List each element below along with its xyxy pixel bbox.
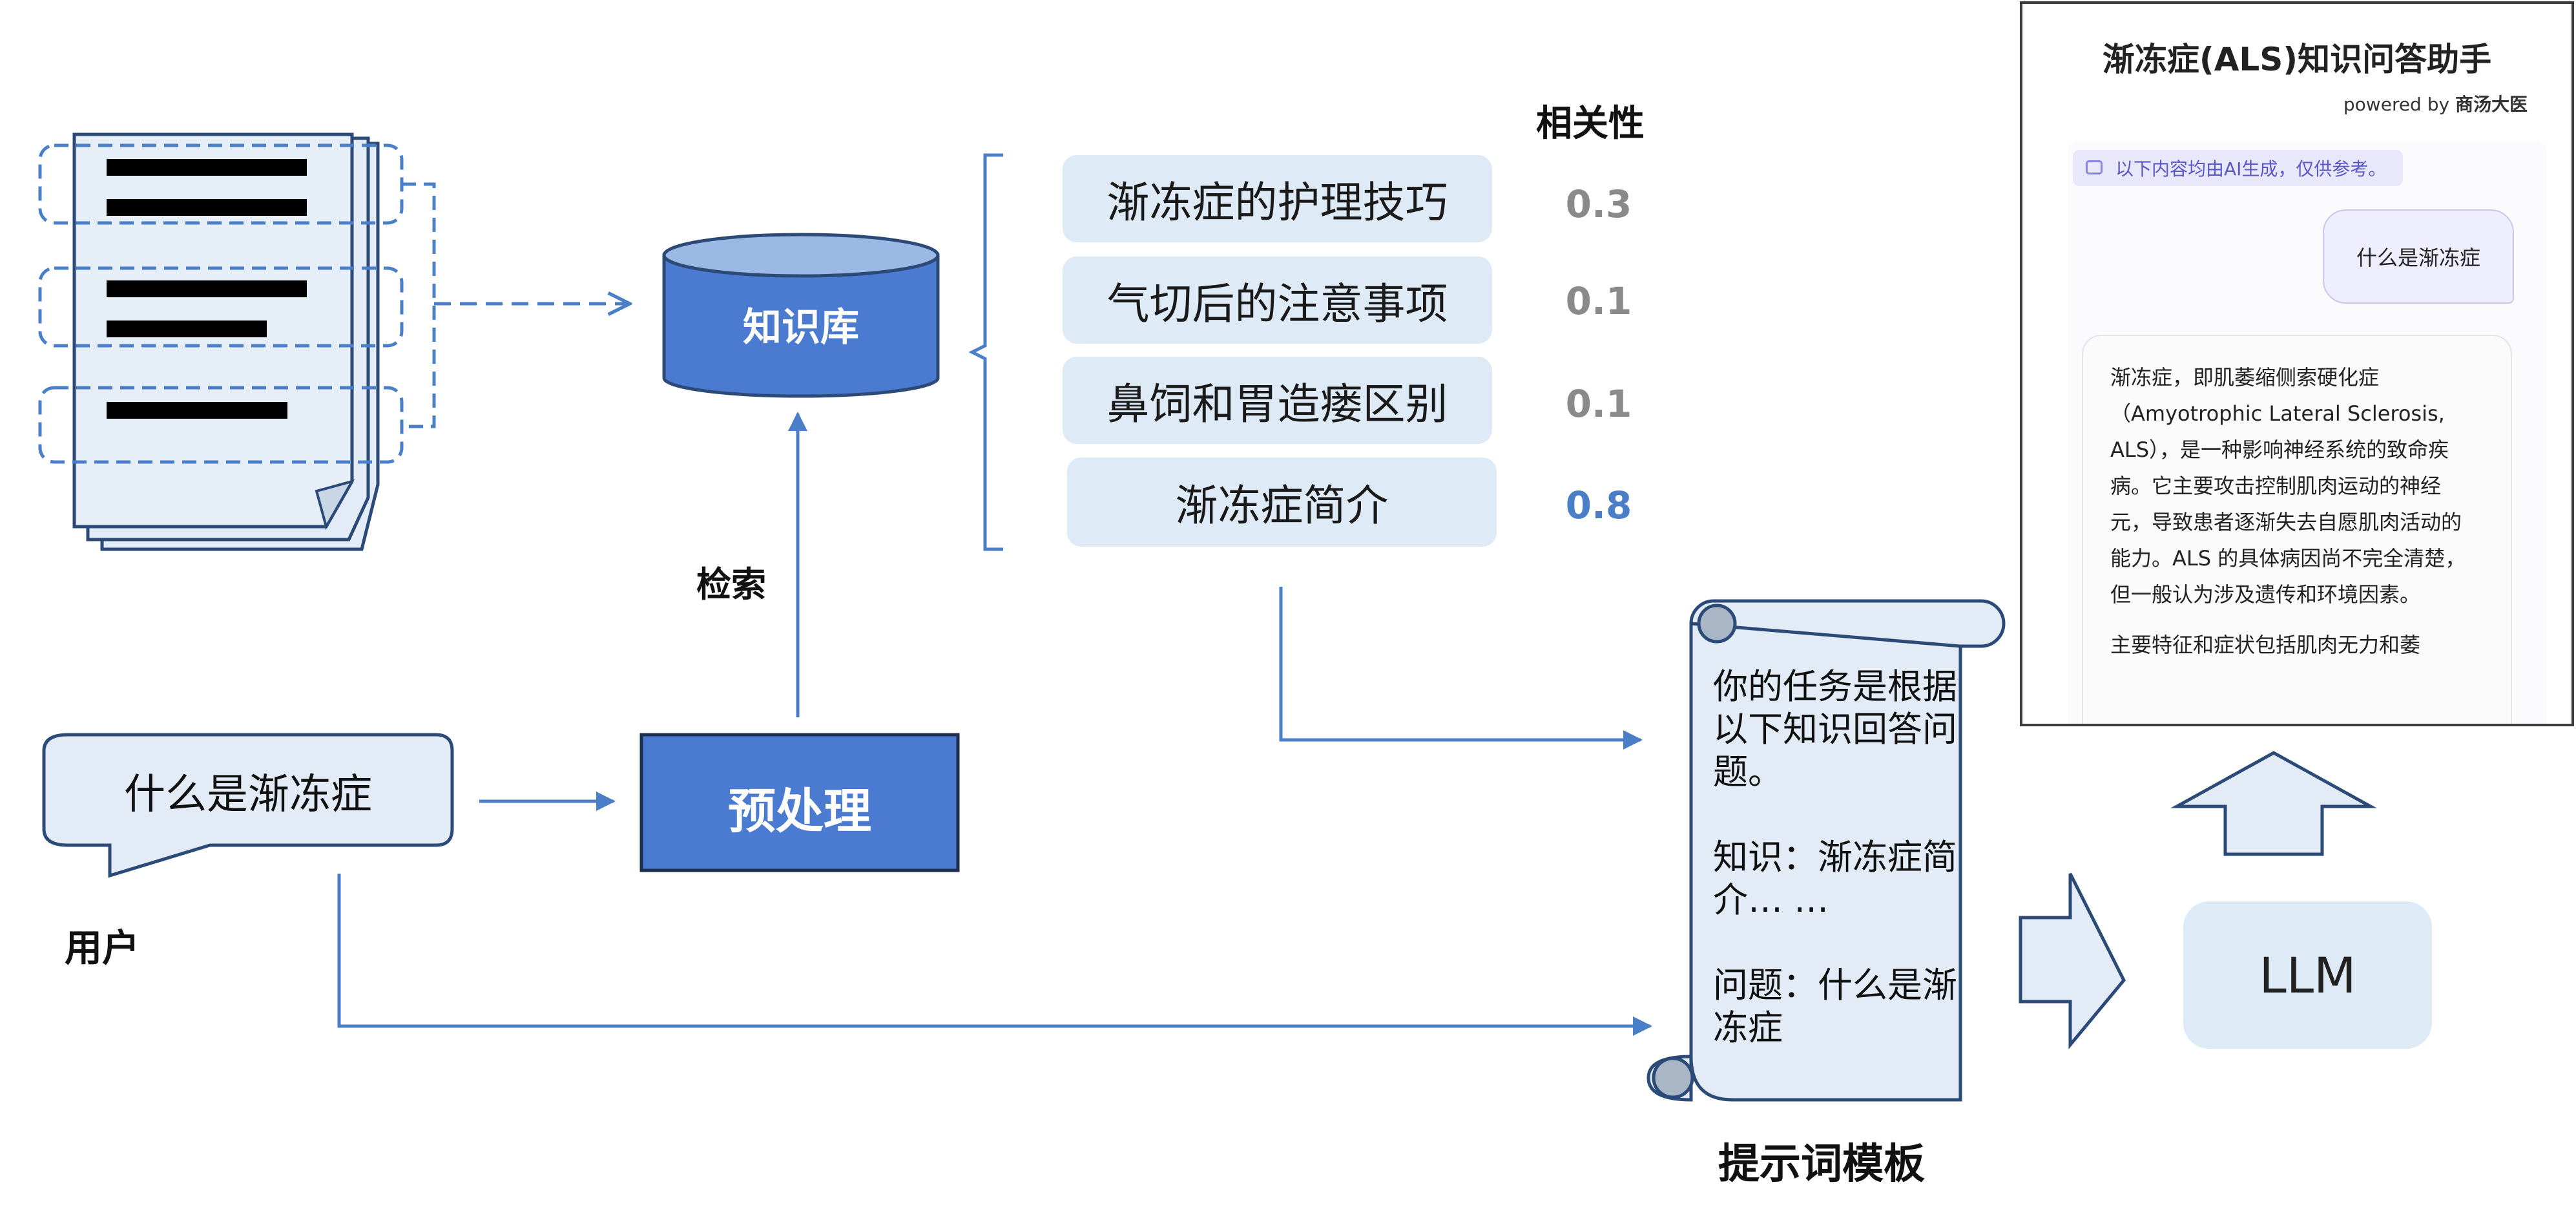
prompt-knowledge: 知识：渐冻症简介… … (1713, 837, 1957, 920)
user-message-bubble: 什么是渐冻症 (2323, 209, 2514, 304)
user-query-text: 什么是渐冻症 (124, 771, 372, 819)
assistant-answer-paragraph: 渐冻症，即肌萎缩侧索硬化症（Amyotrophic Lateral Sclero… (2110, 365, 2466, 607)
retrieve-label: 检索 (696, 564, 766, 605)
message-icon (2086, 160, 2103, 174)
user-speech-bubble (42, 733, 454, 878)
prompt-template-label: 提示词模板 (1718, 1141, 1925, 1188)
context-to-template-arrow (1279, 587, 1643, 750)
relevance-score: 0.3 (1565, 182, 1632, 226)
knowledge-base-cylinder-icon (662, 233, 940, 398)
retrieved-item: 气切后的注意事项 (1063, 257, 1492, 344)
assistant-message-bubble: 渐冻症，即肌萎缩侧索硬化症（Amyotrophic Lateral Sclero… (2082, 335, 2512, 724)
relevance-score: 0.1 (1565, 382, 1632, 426)
retrieved-item: 鼻饲和胃造瘘区别 (1063, 357, 1492, 444)
preprocess-label: 预处理 (728, 784, 871, 839)
llm-to-app-arrow-icon (2170, 751, 2377, 856)
results-bracket (968, 153, 1003, 551)
document-text-blocks (107, 159, 307, 419)
qa-assistant-window: 渐冻症(ALS)知识问答助手 powered by 商汤大医 以下内容均由AI生… (2020, 1, 2574, 726)
chunk-dashed-boxes (38, 143, 436, 464)
template-to-llm-arrow-icon (2019, 872, 2126, 1049)
retrieved-item: 渐冻症简介 (1067, 457, 1497, 547)
user-label: 用户 (65, 926, 140, 970)
preprocess-box (639, 733, 960, 872)
llm-box (2183, 901, 2432, 1049)
prompt-template-content: 你的任务是根据以下知识回答问题。 知识：渐冻症简介… … 问题：什么是渐冻症 (1713, 666, 1965, 1092)
document-stack-icon (38, 132, 436, 551)
llm-label: LLM (2259, 947, 2356, 1004)
app-title: 渐冻症(ALS)知识问答助手 (2102, 41, 2492, 78)
relevance-score: 0.1 (1565, 279, 1632, 323)
query-to-template-arrow (337, 874, 1652, 1036)
brand-name: 商汤大医 (2455, 94, 2528, 115)
knowledge-base-label: 知识库 (743, 305, 859, 350)
ai-notice-banner: 以下内容均由AI生成，仅供参考。 (2073, 150, 2404, 186)
prompt-task: 你的任务是根据以下知识回答问题。 (1713, 666, 1957, 792)
prompt-template-scroll-icon (1646, 599, 2006, 1102)
assistant-answer-paragraph: 主要特征和症状包括肌肉无力和萎 (2110, 633, 2421, 657)
relevance-header: 相关性 (1536, 103, 1645, 145)
powered-by: powered by 商汤大医 (2343, 94, 2528, 115)
retrieved-item: 渐冻症的护理技巧 (1063, 155, 1492, 242)
relevance-score: 0.8 (1565, 483, 1632, 527)
prompt-question: 问题：什么是渐冻症 (1713, 965, 1957, 1048)
chat-area[interactable]: 以下内容均由AI生成，仅供参考。 什么是渐冻症 渐冻症，即肌萎缩侧索硬化症（Am… (2068, 141, 2547, 724)
